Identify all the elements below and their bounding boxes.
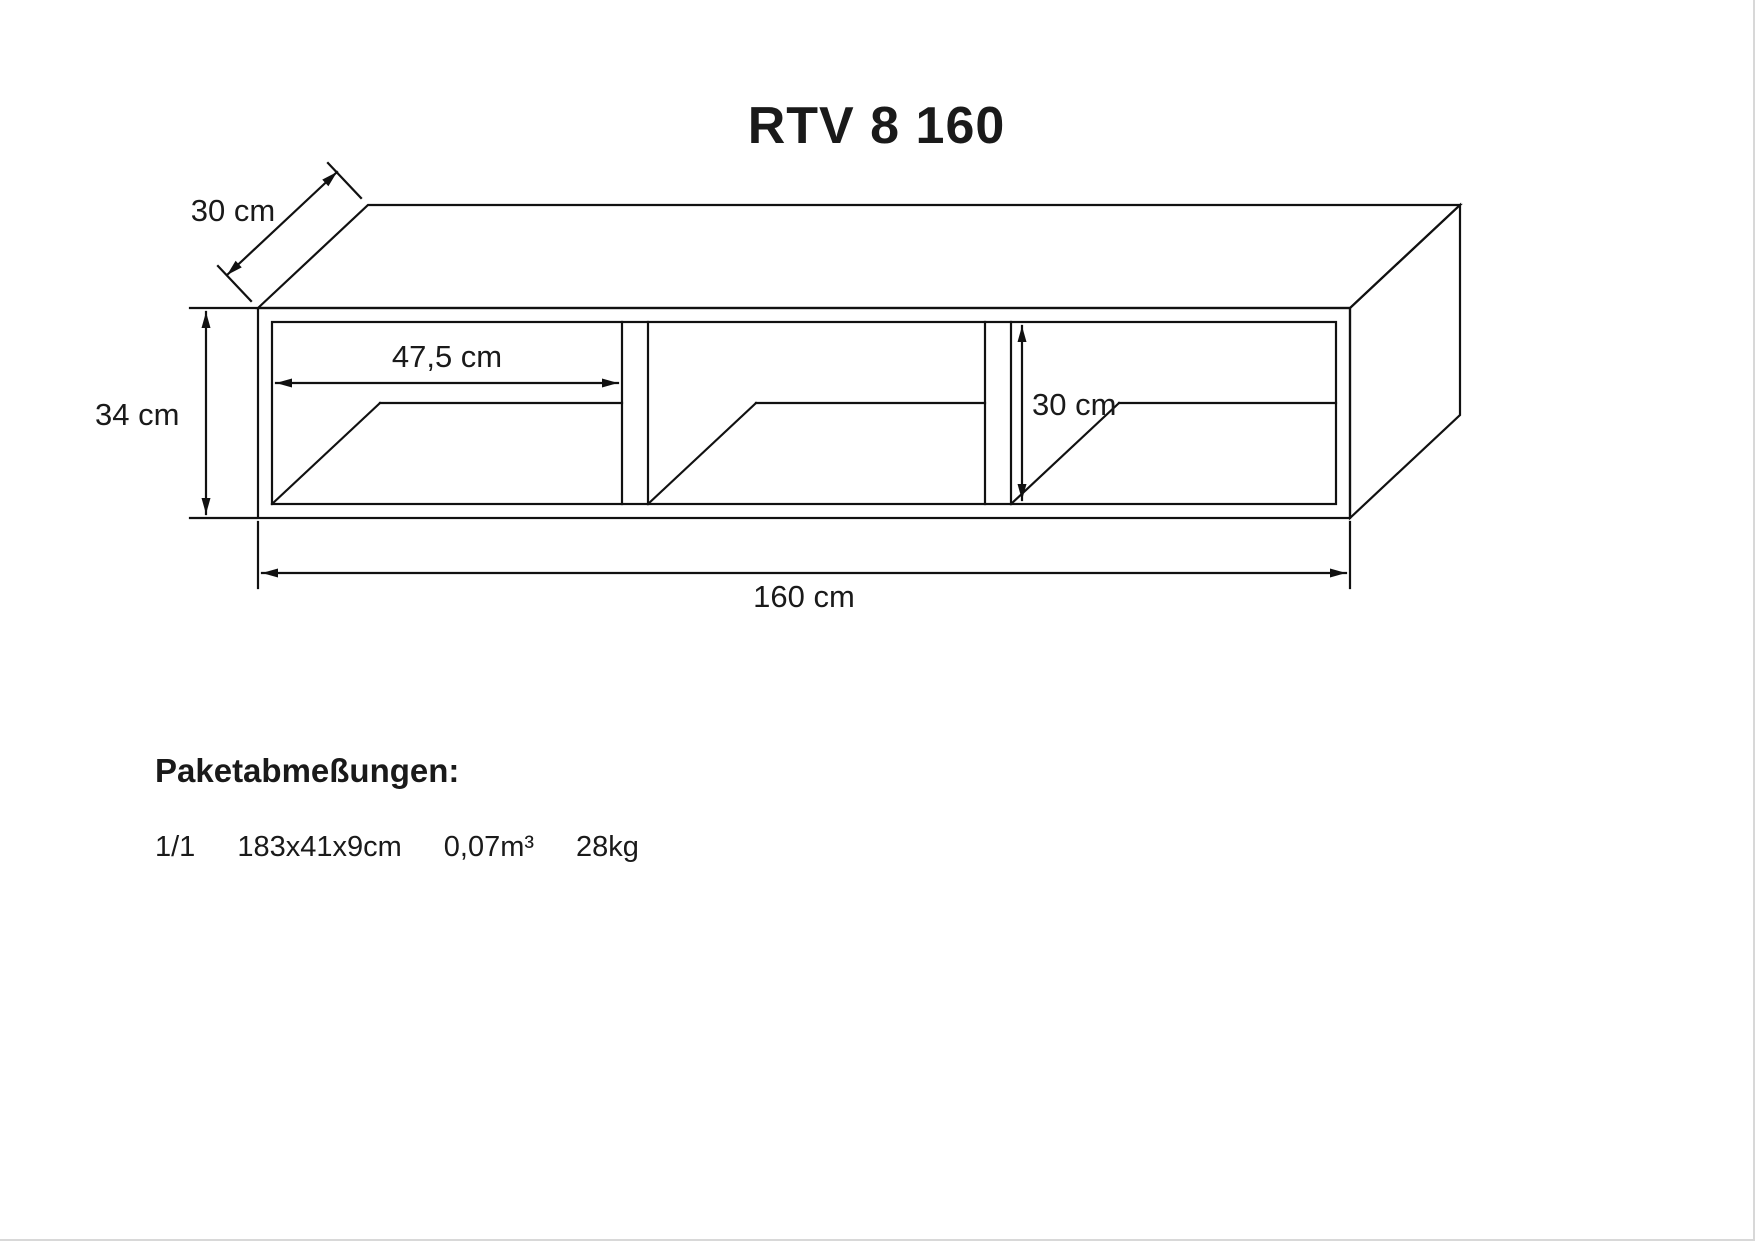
compartment-2-floor-diagonal [646,401,758,506]
dim-label-total-width: 160 cm [753,579,855,614]
package-volume: 0,07m³ [443,831,535,863]
compartment-1-floor-diagonal [270,401,382,506]
shelf-opening [270,320,1338,506]
dim-label-depth: 30 cm [190,193,276,228]
dim-depth-ext-front [216,264,253,303]
dim-height-arrow [188,306,258,520]
shelf-front-face [256,306,1352,520]
dim-label-compartment-width: 47,5 cm [391,339,503,374]
package-count: 1/1 [155,831,196,863]
package-dimensions-heading: Paketabmeßungen: [155,752,460,789]
shelf-unit-outline [255,202,1463,521]
dim-depth-line [225,170,339,277]
dim-depth-ext-back [326,161,363,200]
dim-total-width-arrow [256,520,1352,590]
compartment-3-floor-diagonal [1009,401,1121,506]
drawing-title: RTV 8 160 [747,97,1006,155]
package-dimensions-row: 1/1 183x41x9cm 0,07m³ 28kg [155,831,639,864]
shelf-right-face [1348,202,1462,521]
shelf-top-face [255,203,1463,310]
dim-label-inner-height: 30 cm [1032,387,1117,422]
package-size: 183x41x9cm [237,831,402,863]
dim-label-height: 34 cm [95,397,180,432]
package-weight: 28kg [576,831,639,863]
dim-depth-arrow [216,161,363,303]
